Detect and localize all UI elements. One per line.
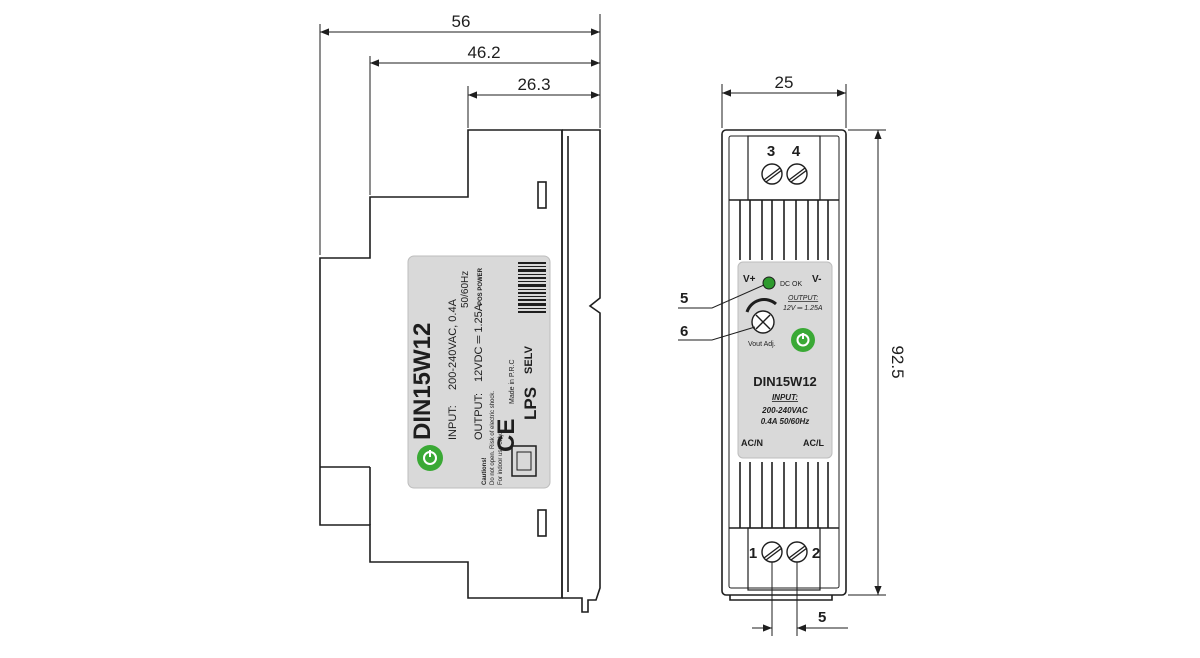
side-ce-mark: CE	[493, 419, 520, 452]
dim-5: 5	[818, 609, 826, 626]
side-front-cover	[562, 129, 601, 613]
dim-56: 56	[452, 12, 471, 31]
side-lps: LPS	[521, 387, 540, 420]
terminal-2-screw-icon	[786, 541, 808, 563]
front-input-value: 200-240VAC	[761, 406, 808, 415]
front-brand-logo-icon	[791, 328, 815, 352]
barcode	[518, 262, 546, 313]
side-dimensions	[319, 14, 601, 255]
weee-symbol-icon	[511, 445, 537, 477]
terminal-3-screw-icon	[761, 163, 783, 185]
front-ac-n: AC/N	[741, 438, 763, 448]
front-v-plus: V+	[743, 274, 756, 285]
front-output-label: OUTPUT:	[788, 295, 818, 302]
front-dimensions	[721, 84, 886, 636]
side-caution: Cautions!	[482, 457, 488, 485]
side-slot-top	[537, 181, 547, 209]
terminal-1-screw-icon	[761, 541, 783, 563]
front-output-value: 12V ═ 1.25A	[783, 305, 823, 312]
terminal-1-label: 1	[749, 545, 757, 562]
side-housing-outline	[319, 129, 563, 599]
dim-26-3: 26.3	[517, 75, 550, 94]
front-dc-ok: DC OK	[780, 281, 803, 288]
front-housing-outline	[721, 129, 847, 596]
terminal-3-label: 3	[767, 143, 775, 160]
side-model: DIN15W12	[409, 323, 436, 440]
front-model: DIN15W12	[753, 374, 817, 389]
side-slot-bottom	[537, 509, 547, 537]
terminal-4-screw-icon	[786, 163, 808, 185]
callout-5: 5	[680, 290, 688, 307]
callout-5-leader	[678, 284, 765, 309]
terminal-2-label: 2	[812, 545, 820, 562]
dc-ok-led-icon	[762, 276, 776, 290]
side-input-value: 200-240VAC, 0.4A	[447, 298, 459, 390]
side-selv: SELV	[523, 345, 535, 374]
side-made-in: Made in P.R.C	[509, 359, 516, 404]
side-brand: POS POWER	[478, 267, 484, 305]
side-input-label: INPUT:	[447, 405, 459, 440]
front-view	[721, 129, 847, 601]
side-input-freq: 50/60Hz	[460, 271, 471, 308]
side-label: DIN15W12 INPUT: 200-240VAC, 0.4A 50/60Hz…	[407, 255, 551, 489]
front-v-minus: V-	[812, 274, 821, 285]
front-vout-adj: Vout Adj.	[748, 341, 776, 348]
front-ac-l: AC/L	[803, 438, 824, 448]
side-output-label: OUTPUT:	[473, 393, 485, 440]
front-input-label: INPUT:	[772, 393, 798, 402]
side-output-value: 12VDC ═ 1.25A	[473, 303, 485, 382]
terminal-screws	[761, 163, 808, 563]
brand-logo-icon	[417, 445, 443, 471]
side-caution-2: For indoor use only.	[498, 432, 504, 485]
dim-25: 25	[775, 73, 794, 92]
callout-leaders	[678, 284, 765, 341]
side-view	[319, 129, 601, 613]
dim-92-5: 92.5	[888, 345, 907, 378]
dim-46-2: 46.2	[467, 43, 500, 62]
front-input-freq: 0.4A 50/60Hz	[761, 417, 810, 426]
side-caution-1: Do not open. Risk of electric shock.	[490, 391, 496, 485]
callout-6: 6	[680, 323, 688, 340]
front-label	[737, 261, 833, 459]
callout-6-leader	[678, 326, 756, 341]
terminal-4-label: 4	[792, 143, 801, 160]
